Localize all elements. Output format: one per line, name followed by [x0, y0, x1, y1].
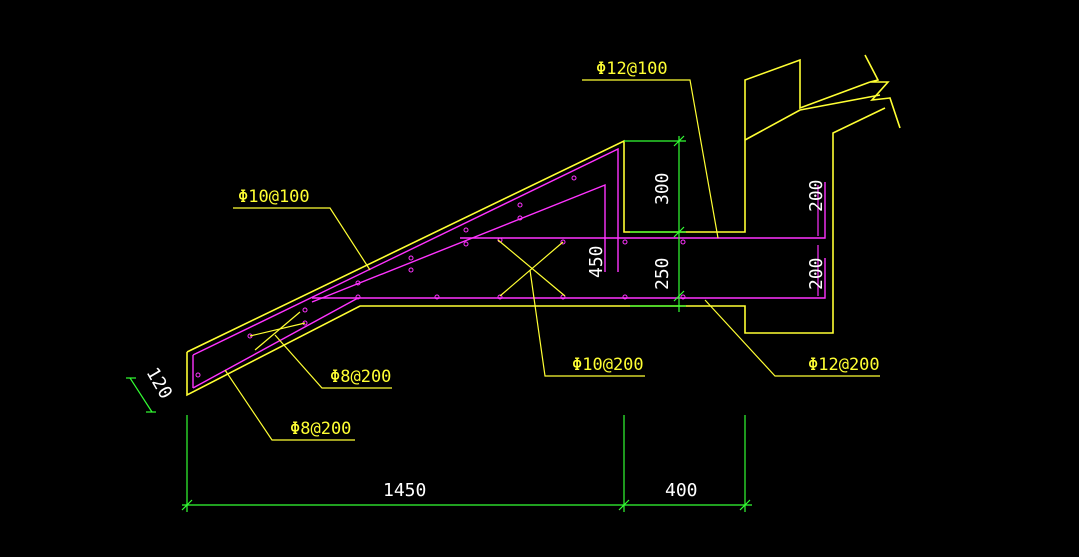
label-slope-distribution: Φ8@200 [330, 367, 391, 387]
rebar-dot [355, 294, 361, 300]
dim-tick [673, 135, 685, 147]
dim-label-wall-lower: 200 [806, 257, 827, 290]
rebar-dot [622, 239, 628, 245]
label-beam-bottom: Φ12@200 [808, 355, 880, 375]
rebar-dot [517, 215, 523, 221]
dim-tick [673, 226, 685, 238]
wall-outline-inner [744, 94, 881, 141]
leader-top-wall [582, 79, 719, 239]
leader-slope-top [233, 207, 371, 271]
dim-label-upper-height: 300 [652, 172, 673, 205]
rebar-beam-bottom [312, 258, 826, 299]
rebar-dot [560, 239, 566, 245]
rebar-lines [192, 147, 826, 389]
dimension-lines [126, 135, 752, 512]
rebar-dot [408, 267, 414, 273]
cross-marker [497, 239, 566, 297]
dim-label-lower-height: 250 [652, 257, 673, 290]
rebar-dot [355, 280, 361, 286]
label-slope-bottom: Φ8@200 [290, 419, 351, 439]
rebar-slope-bottom [192, 297, 359, 389]
rebar-beam-top [460, 182, 826, 239]
dim-label-haunch-depth: 450 [586, 245, 607, 278]
dim-tick [618, 499, 630, 511]
rebar-slope-inner [311, 183, 606, 303]
rebar-dot [463, 241, 469, 247]
label-slope-top: Φ10@100 [238, 187, 310, 207]
rebar-dot [517, 202, 523, 208]
rebar-dot [434, 294, 440, 300]
dim-label-beam-width: 400 [665, 480, 698, 501]
dim-tick [739, 499, 751, 511]
wall-outline-right [186, 107, 886, 397]
label-top-wall: Φ12@100 [596, 59, 668, 79]
cross-marker [254, 311, 301, 351]
leader-slope-distribution [274, 334, 392, 389]
dim-thickness [129, 377, 153, 413]
cross-marker [249, 322, 306, 337]
rebar-slope-top [192, 147, 619, 356]
rebar-dot [680, 239, 686, 245]
rebar-dot [680, 294, 686, 300]
rebar-dot [463, 227, 469, 233]
cross-marker [499, 241, 564, 297]
leader-lines [224, 79, 880, 441]
slab-outline-top [186, 58, 871, 353]
leader-slope-bottom [224, 369, 355, 441]
leader-haunch [529, 269, 645, 377]
rebar-dot [497, 294, 503, 300]
rebar-dot [195, 372, 201, 378]
dim-label-thickness: 120 [142, 364, 176, 403]
rebar-dot [622, 294, 628, 300]
rebar-label-group: Φ12@100 Φ10@100 Φ8@200 Φ8@200 Φ10@200 Φ1… [238, 59, 880, 439]
rebar-dot [302, 307, 308, 313]
concrete-outline [186, 54, 901, 397]
break-line-symbol [864, 54, 901, 129]
leader-beam-bottom [704, 299, 880, 377]
dim-label-span: 1450 [383, 480, 426, 501]
dim-tick [673, 290, 685, 302]
label-haunch: Φ10@200 [572, 355, 644, 375]
rebar-dot [571, 175, 577, 181]
rebar-dot [408, 255, 414, 261]
dim-label-wall-upper: 200 [806, 179, 827, 212]
dimension-label-group: 1450 400 300 250 450 200 200 120 [142, 172, 827, 501]
dim-tick [181, 499, 193, 511]
